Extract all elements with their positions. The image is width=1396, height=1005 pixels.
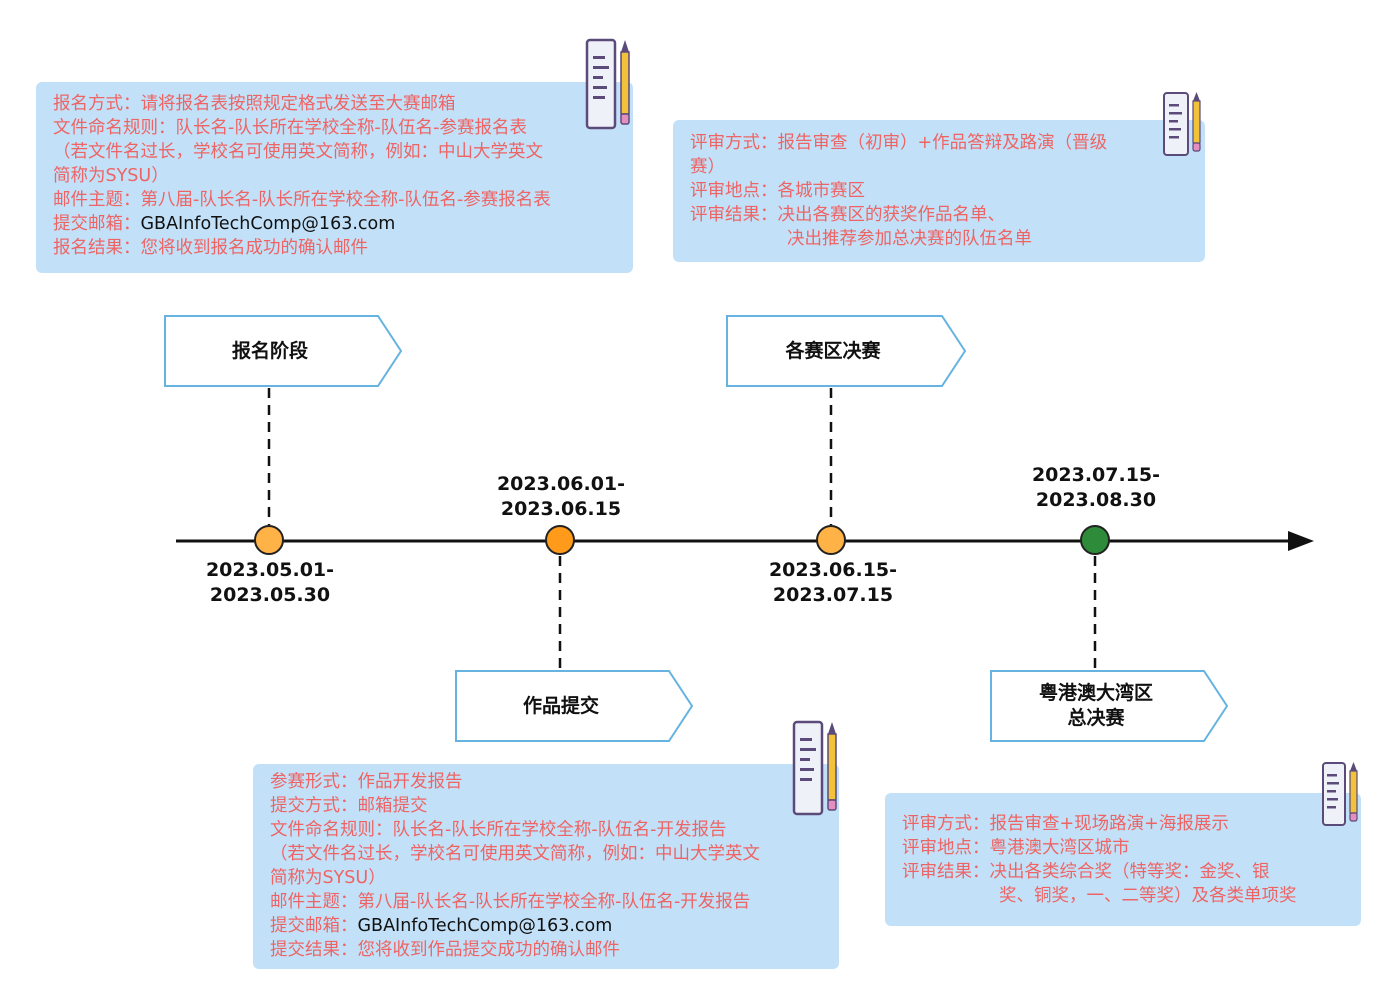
stage-label-registration: 报名阶段 <box>231 340 308 362</box>
info-line-review: 评审方式：报告审查（初审）+作品答辩及路演（晋级 <box>690 133 1108 153</box>
info-line-form: 参赛形式：作品开发报告 <box>270 772 463 792</box>
info-box-final: 评审方式：报告审查+现场路演+海报展示 评审地点：粤港澳大湾区城市 评审结果：决… <box>885 793 1361 926</box>
milestone-dot-final <box>1080 525 1110 555</box>
document-pencil-icon <box>792 720 837 816</box>
info-line-place: 评审地点：粤港澳大湾区城市 <box>902 838 1130 858</box>
document-pencil-icon <box>1322 762 1358 826</box>
info-box-registration: 报名方式：请将报名表按照规定格式发送至大赛邮箱 文件命名规则：队长名-队长所在学… <box>36 82 633 273</box>
info-line-result: 报名结果：您将收到报名成功的确认邮件 <box>53 238 368 258</box>
info-box-regional: 评审方式：报告审查（初审）+作品答辩及路演（晋级 赛） 评审地点：各城市赛区 评… <box>673 120 1205 262</box>
info-line-subject: 邮件主题：第八届-队长名-队长所在学校全称-队伍名-参赛报名表 <box>53 190 551 210</box>
info-line-email: 提交邮箱：GBAInfoTechComp@163.com <box>53 214 396 234</box>
info-line-subject: 邮件主题：第八届-队长名-队长所在学校全称-队伍名-开发报告 <box>270 892 751 912</box>
document-pencil-icon <box>1163 92 1201 156</box>
milestone-dot-submission <box>545 525 575 555</box>
info-line-naming-note: （若文件名过长，学校名可使用英文简称，例如：中山大学英文 <box>270 844 760 864</box>
info-line-submit-method: 提交方式：邮箱提交 <box>270 796 428 816</box>
info-line-place: 评审地点：各城市赛区 <box>690 181 865 201</box>
info-line-review: 评审方式：报告审查+现场路演+海报展示 <box>902 814 1229 834</box>
info-line-naming: 文件命名规则：队长名-队长所在学校全称-队伍名-参赛报名表 <box>53 118 527 138</box>
info-line-email: 提交邮箱：GBAInfoTechComp@163.com <box>270 916 613 936</box>
stage-label-submission: 作品提交 <box>522 695 599 717</box>
info-line-result: 提交结果：您将收到作品提交成功的确认邮件 <box>270 940 620 960</box>
stage-shape-submission <box>455 670 694 742</box>
document-pencil-icon <box>585 38 630 130</box>
info-line-method: 报名方式：请将报名表按照规定格式发送至大赛邮箱 <box>53 94 456 114</box>
date-regional: 2023.06.15- 2023.07.15 <box>768 559 898 606</box>
stage-shape-regional <box>726 315 967 387</box>
info-line-result-cont: 奖、铜奖，一、二等奖）及各类单项奖 <box>999 886 1297 906</box>
stage-label-regional: 各赛区决赛 <box>785 340 881 362</box>
date-submission: 2023.06.01- 2023.06.15 <box>496 473 626 520</box>
info-box-submission: 参赛形式：作品开发报告 提交方式：邮箱提交 文件命名规则：队长名-队长所在学校全… <box>253 764 839 969</box>
info-line-naming-note: （若文件名过长，学校名可使用英文简称，例如：中山大学英文 <box>53 142 543 162</box>
stage-shape-final <box>990 670 1229 742</box>
timeline-arrowhead <box>1288 531 1314 551</box>
date-registration: 2023.05.01- 2023.05.30 <box>205 559 335 606</box>
date-final: 2023.07.15- 2023.08.30 <box>1031 464 1161 511</box>
info-line-review-cont: 赛） <box>690 157 725 177</box>
milestone-dot-registration <box>254 525 284 555</box>
info-line-result: 评审结果：决出各赛区的获奖作品名单、 <box>690 205 1005 225</box>
stage-label-final: 粤港澳大湾区 总决赛 <box>1038 682 1153 729</box>
milestone-dot-regional <box>816 525 846 555</box>
info-line-naming-note-2: 简称为SYSU） <box>53 166 169 186</box>
stage-shape-registration <box>164 315 403 387</box>
info-line-result-cont: 决出推荐参加总决赛的队伍名单 <box>787 229 1032 249</box>
info-line-result: 评审结果：决出各类综合奖（特等奖：金奖、银 <box>902 862 1270 882</box>
info-line-naming: 文件命名规则：队长名-队长所在学校全称-队伍名-开发报告 <box>270 820 727 840</box>
info-line-naming-note-2: 简称为SYSU） <box>270 868 386 888</box>
